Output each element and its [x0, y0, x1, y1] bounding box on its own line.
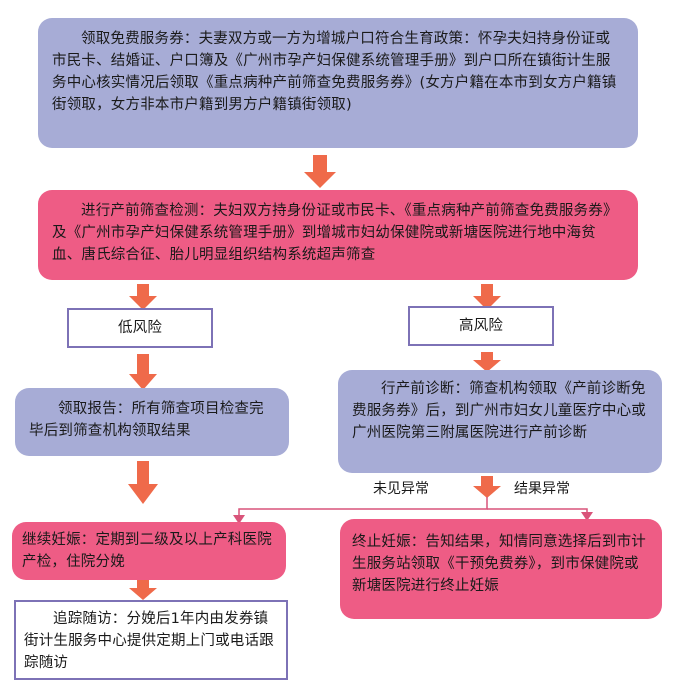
arrowhead-abnormal — [581, 512, 593, 521]
label-no-abnormal: 未见异常 — [373, 481, 429, 497]
node-high-risk: 高风险 — [408, 306, 554, 346]
node-low-risk-text: 低风险 — [117, 320, 163, 336]
label-abnormal: 结果异常 — [514, 481, 570, 497]
arrow-screening-to-low-risk — [129, 284, 157, 310]
node-get-voucher-text: 领取免费服务券：夫妻双方或一方为增城户口符合生育政策：怀孕夫妇持身份证或市民卡、… — [52, 31, 617, 113]
node-get-report-text: 领取报告：所有筛查项目检查完毕后到筛查机构领取结果 — [29, 401, 264, 439]
node-prenatal-diagnosis-text: 行产前诊断：筛查机构领取《产前诊断免费服务券》后，到广州市妇女儿童医疗中心或广州… — [352, 381, 646, 441]
node-get-voucher: 领取免费服务券：夫妻双方或一方为增城户口符合生育政策：怀孕夫妇持身份证或市民卡、… — [38, 18, 638, 148]
node-high-risk-text: 高风险 — [458, 318, 504, 334]
node-get-report: 领取报告：所有筛查项目检查完毕后到筛查机构领取结果 — [15, 388, 289, 456]
node-continue-pregnancy-text: 继续妊娠：定期到二级及以上产科医院产检，住院分娩 — [22, 532, 272, 570]
node-continue-pregnancy: 继续妊娠：定期到二级及以上产科医院产检，住院分娩 — [12, 522, 286, 580]
arrow-report-to-continue — [128, 461, 158, 504]
arrowhead-no-abnormal — [233, 515, 245, 524]
node-follow-up: 追踪随访：分娩后1年内由发券镇街计生服务中心提供定期上门或电话跟踪随访 — [14, 600, 288, 680]
node-screening: 进行产前筛查检测：夫妇双方持身份证或市民卡、《重点病种产前筛查免费服务券》及《广… — [38, 190, 638, 280]
arrow-high-risk-to-diagnosis — [473, 352, 501, 372]
node-low-risk: 低风险 — [67, 308, 213, 348]
arrow-voucher-to-screening — [304, 155, 336, 188]
node-follow-up-text: 追踪随访：分娩后1年内由发券镇街计生服务中心提供定期上门或电话跟踪随访 — [24, 611, 274, 671]
node-prenatal-diagnosis: 行产前诊断：筛查机构领取《产前诊断免费服务券》后，到广州市妇女儿童医疗中心或广州… — [338, 370, 662, 473]
arrow-screening-to-high-risk — [473, 284, 501, 310]
arrow-diagnosis-down — [473, 476, 501, 498]
arrow-low-risk-to-report — [129, 354, 157, 390]
node-terminate-pregnancy-text: 终止妊娠：告知结果，知情同意选择后到市计生服务站领取《干预免费券》，到市保健院或… — [352, 534, 646, 594]
line-abnormal — [487, 508, 588, 516]
line-no-abnormal — [238, 497, 488, 519]
node-terminate-pregnancy: 终止妊娠：告知结果，知情同意选择后到市计生服务站领取《干预免费券》，到市保健院或… — [340, 519, 662, 619]
node-screening-text: 进行产前筛查检测：夫妇双方持身份证或市民卡、《重点病种产前筛查免费服务券》及《广… — [52, 203, 618, 263]
arrow-continue-to-followup — [129, 580, 157, 600]
